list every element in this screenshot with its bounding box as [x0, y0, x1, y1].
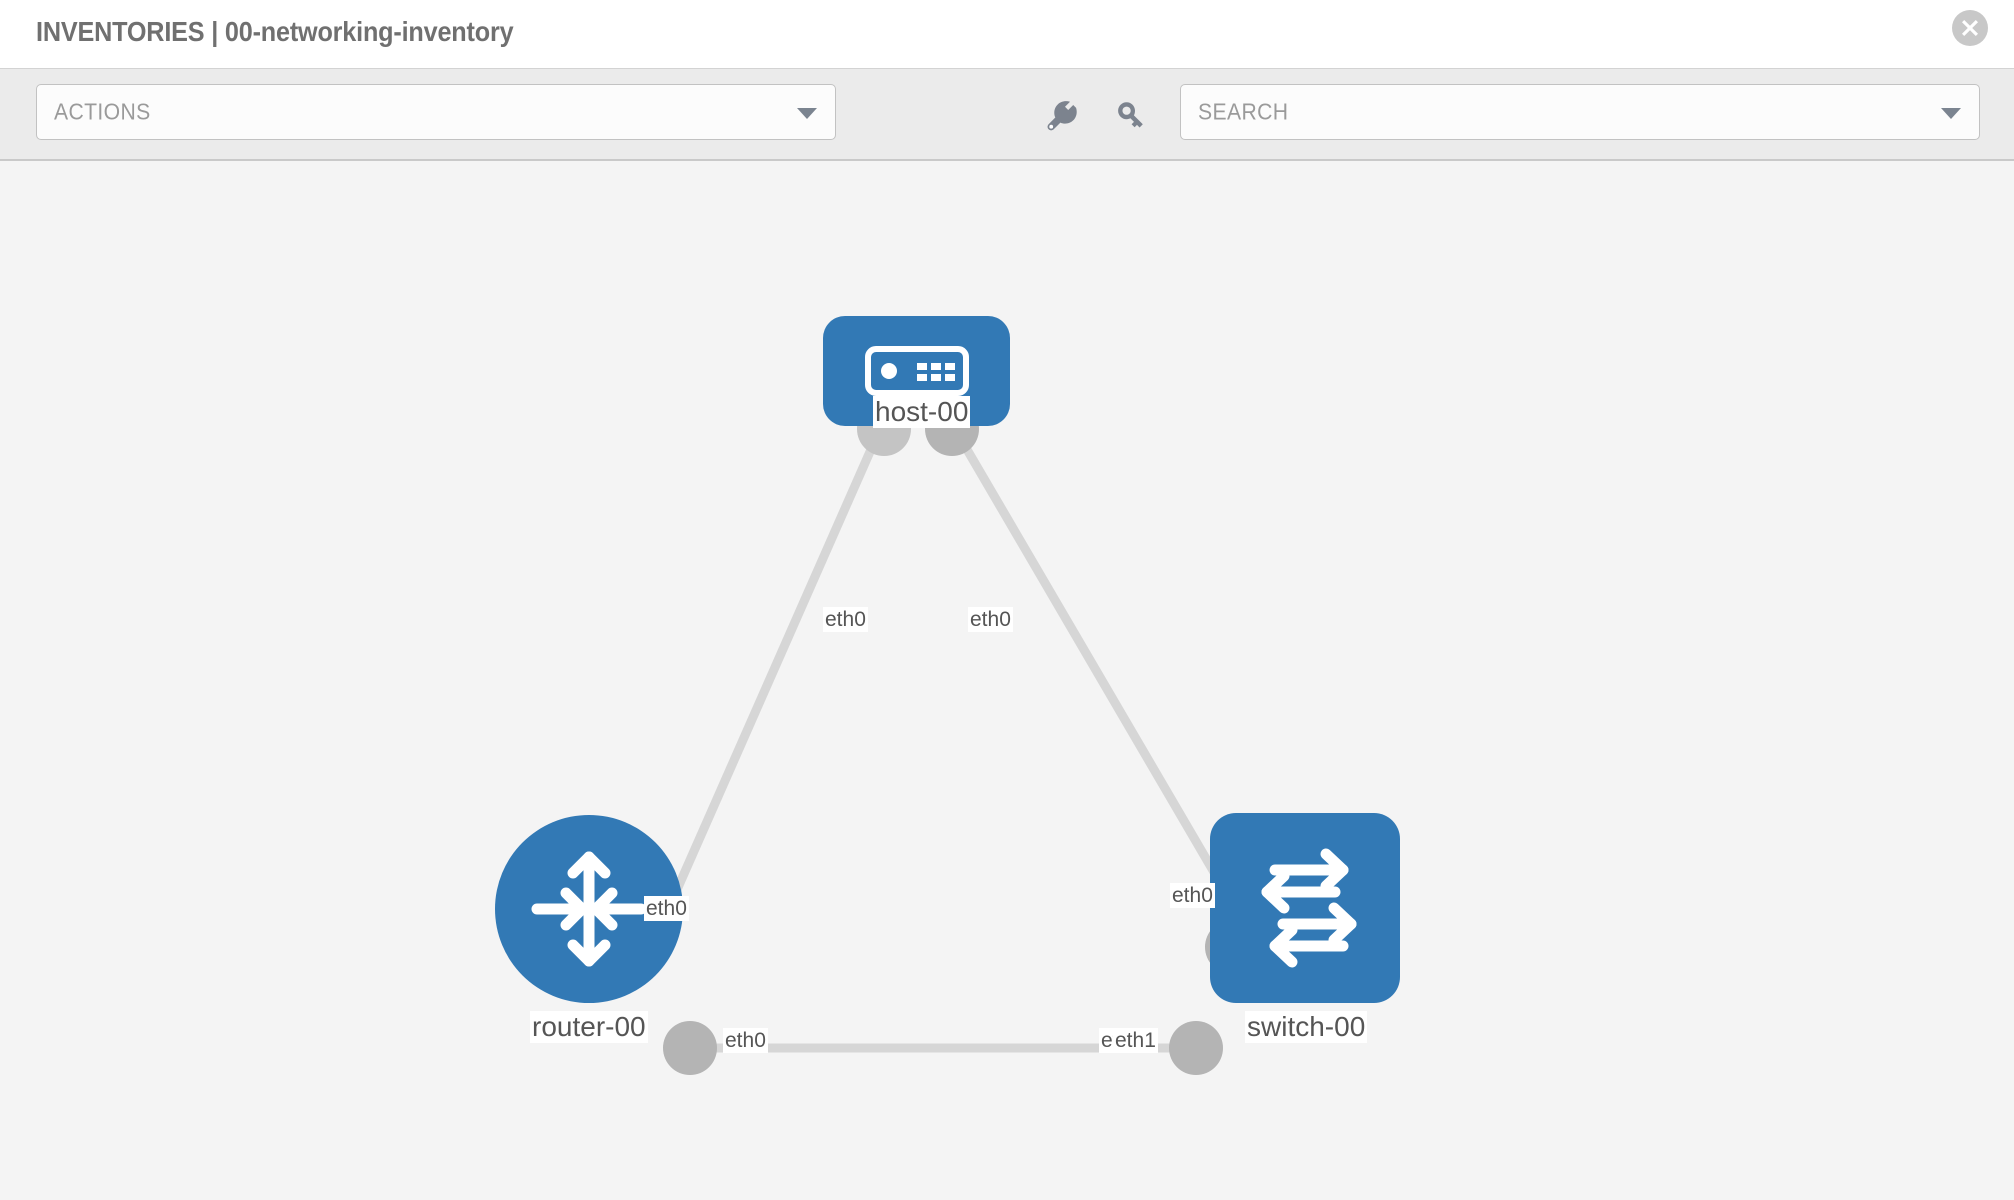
- router-four-arrows-icon: [531, 851, 647, 967]
- link-host-switch: [951, 426, 1236, 906]
- link-host-router: [667, 427, 885, 903]
- search-input[interactable]: SEARCH: [1180, 84, 1980, 140]
- port-dot-router-right: [663, 1021, 717, 1075]
- node-label-router-00: router-00: [530, 1011, 648, 1044]
- node-switch-00[interactable]: [1210, 813, 1400, 1003]
- toolbar: ACTIONS SEARCH: [0, 68, 2014, 161]
- actions-dropdown[interactable]: ACTIONS: [36, 84, 836, 140]
- switch-bidirectional-arrows-icon: [1261, 848, 1357, 968]
- topology-canvas[interactable]: host-00 router-00 switch-00 eth0 eth0 et…: [0, 161, 2014, 1200]
- node-label-host-00: host-00: [873, 396, 971, 429]
- chevron-down-icon[interactable]: [1941, 108, 1961, 119]
- window-header: INVENTORIES | 00-networking-inventory: [0, 0, 2014, 68]
- port-label-host-left: eth0: [823, 607, 868, 633]
- port-label-router-right: eth0: [723, 1028, 768, 1054]
- port-label-router-top: eth0: [644, 896, 689, 922]
- close-icon[interactable]: [1952, 10, 1988, 46]
- port-dot-switch-left: [1169, 1021, 1223, 1075]
- port-label-host-right: eth0: [968, 607, 1013, 633]
- actions-dropdown-label: ACTIONS: [54, 98, 151, 125]
- page-title: INVENTORIES | 00-networking-inventory: [36, 16, 514, 47]
- server-appliance-icon: [864, 346, 969, 396]
- wrench-icon[interactable]: [1045, 99, 1079, 133]
- port-label-switch-left: eth1: [1113, 1028, 1158, 1054]
- search-placeholder: SEARCH: [1198, 98, 1289, 125]
- port-label-switch-top: eth0: [1170, 883, 1215, 909]
- topology-links-layer: [663, 402, 1259, 1075]
- chevron-down-icon: [797, 108, 817, 119]
- key-icon[interactable]: [1113, 99, 1147, 133]
- node-label-switch-00: switch-00: [1245, 1011, 1368, 1044]
